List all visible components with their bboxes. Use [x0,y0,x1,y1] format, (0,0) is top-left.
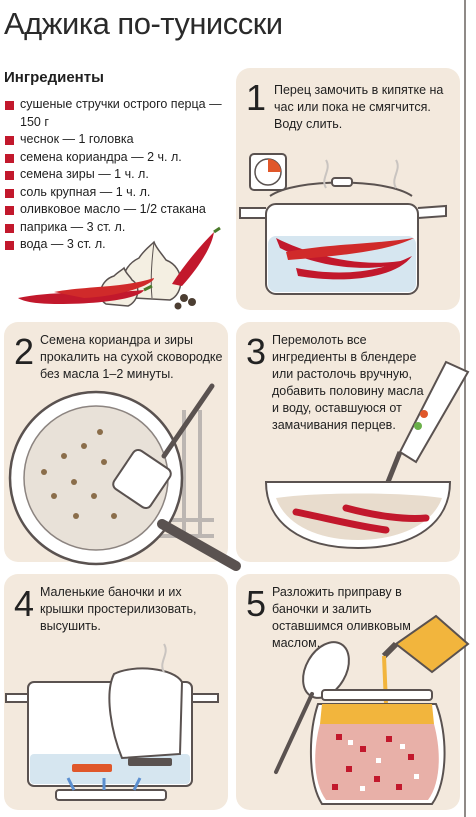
page-title: Аджика по-тунисски [4,6,283,41]
ingredient-item: семена кориандра — 2 ч. л. [4,149,232,167]
step-number: 3 [246,331,267,372]
spoon-icon [274,641,350,774]
step-text: Маленькие баночки и их крышки простерили… [40,585,197,633]
bullet-square [5,223,14,233]
step-panel-2: 2 Семена кориандра и зиры прокалить на с… [4,322,241,571]
bullet-square [5,136,14,145]
bullet-square [5,101,14,110]
ingredients-illustration [18,226,221,310]
step-text: Семена кориандра и зиры прокалить на сух… [40,333,223,381]
step-number: 5 [246,583,267,624]
ingredient-item: оливковое масло — 1/2 стакана [4,201,232,219]
bullet-square [5,241,14,250]
ingredient-text: семена кориандра — 2 ч. л. [20,149,182,164]
ingredient-item: сушеные стручки острого перца — 150 г [4,96,232,131]
pepper-icon [276,238,414,280]
step-number: 2 [14,331,35,372]
step-panel-1: 1 Перец замочить в кипятке на час или по… [236,68,460,310]
ingredient-text: паприка — 3 ст. л. [20,219,126,234]
ingredient-text: оливковое масло — 1/2 стакана [20,202,206,216]
ingredient-text: сушеные стручки острого перца — 150 г [20,97,222,129]
step-number: 4 [14,583,35,624]
step-text: Перец замочить в кипятке на час или пока… [274,83,444,131]
stove-icon [55,777,167,801]
bottle-icon [381,614,470,705]
ingredient-text: семена зиры — 1 ч. л. [20,167,149,181]
jar-icon [72,667,184,772]
step-3-illustration [264,360,470,550]
ingredient-item: соль крупная — 1 ч. л. [4,184,232,202]
ingredient-item: чеснок — 1 головка [4,131,232,149]
ingredient-item: паприка — 3 ст. л. [4,219,232,237]
step-panel-4: 4 Маленькие баночки и их крышки простери… [4,574,228,810]
step-number: 1 [246,77,267,118]
stove-icon [144,410,214,538]
pepper-icon [18,226,221,304]
step-1-illustration [239,153,447,295]
step-5-illustration [274,614,470,805]
bullet-square [5,171,14,180]
ingredients-heading: Ингредиенты [4,69,104,86]
bullet-square [5,188,14,198]
step-panel-3: 3 Перемолоть все ингредиенты в блендере … [236,322,470,562]
bullet-square [5,153,14,163]
timer-icon [249,153,287,191]
right-divider [464,0,466,817]
ingredient-item: вода — 3 ст. л. [4,236,232,254]
step-text: Перемолоть все ингредиенты в блендере ил… [272,333,424,432]
step-text: Разложить приправу в баночки и залить ос… [272,585,411,650]
step-2-illustration [8,383,241,571]
step-panel-5: 5 Разложить приправу в баночки и залить … [236,574,470,810]
bullet-square [5,206,14,215]
bowl-icon [264,481,452,550]
step-4-illustration [5,643,219,801]
pan-icon [8,390,241,571]
spatula-icon [112,383,215,510]
ingredient-text: чеснок — 1 головка [20,132,134,146]
ingredient-text: вода — 3 ст. л. [20,237,106,251]
ingredients-list: сушеные стручки острого перца — 150 г че… [4,96,232,254]
ingredient-item: семена зиры — 1 ч. л. [4,166,232,184]
jar-icon [309,689,446,805]
ingredient-text: соль крупная — 1 ч. л. [20,184,151,199]
